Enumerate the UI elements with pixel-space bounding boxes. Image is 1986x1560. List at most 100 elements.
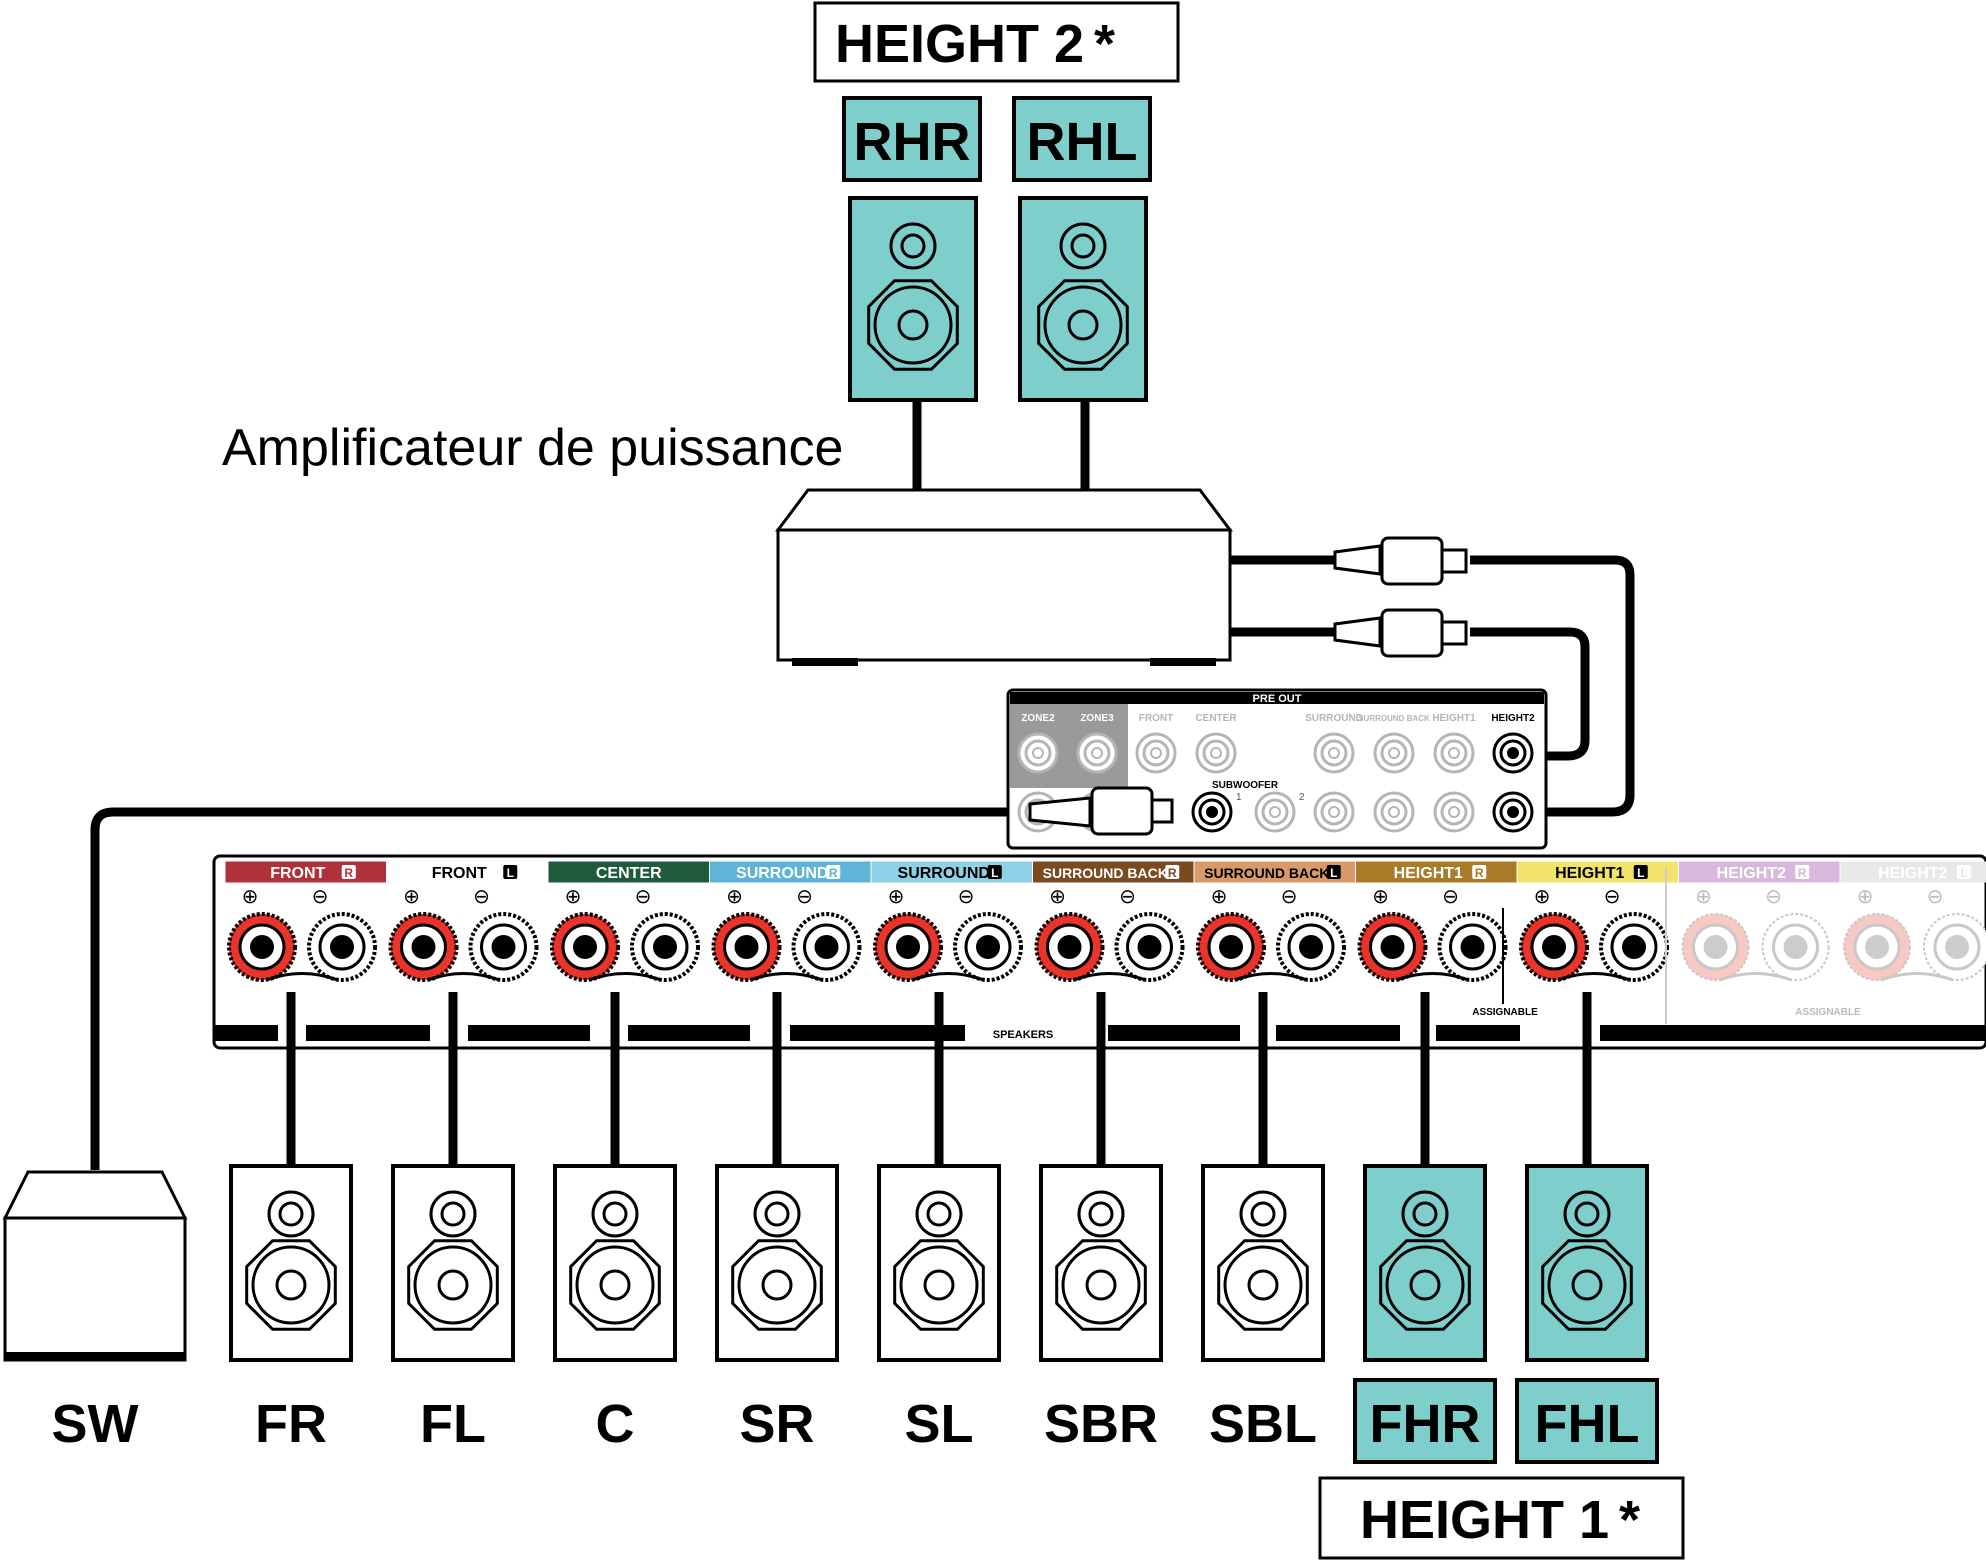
- terminal-plus-post: [227, 912, 297, 982]
- terminal-minus-post: [791, 912, 862, 982]
- speaker-fr: [229, 1164, 353, 1362]
- terminal-base-bar: [1276, 1025, 1400, 1041]
- preout-column-label: CENTER: [1195, 713, 1237, 724]
- terminal-minus-post: [1437, 912, 1508, 982]
- speaker-sbr: [1039, 1164, 1163, 1362]
- terminal-side-label: L: [1960, 866, 1967, 880]
- preout-jack: [1433, 732, 1475, 774]
- plus-symbol: ⊕: [1534, 884, 1551, 908]
- plus-symbol: ⊕: [565, 884, 582, 908]
- assignable-label: ASSIGNABLE: [1795, 1007, 1861, 1018]
- terminal-base-bar: [214, 1025, 278, 1041]
- terminal-plus-post: [388, 912, 459, 982]
- terminal-group-8: HEIGHT1 L ⊕ ⊖: [1517, 861, 1678, 982]
- top-speaker-label-rhl: RHL: [1012, 96, 1152, 182]
- terminal-side-label: R: [1798, 866, 1807, 880]
- preout-column-label: SURROUND: [1305, 713, 1363, 724]
- speaker-label-fhr: FHR: [1370, 1394, 1481, 1454]
- terminal-plus-post: [1034, 912, 1105, 982]
- minus-symbol: ⊖: [1927, 884, 1944, 908]
- terminal-group-label: FRONT: [270, 865, 325, 882]
- preout-column-label: SURROUND BACK: [1358, 714, 1430, 723]
- terminal-minus-post: [630, 912, 700, 982]
- plus-symbol: ⊕: [888, 884, 905, 908]
- minus-symbol: ⊖: [1604, 884, 1621, 908]
- speaker-label-fl: FL: [420, 1394, 486, 1454]
- minus-symbol: ⊖: [473, 884, 490, 908]
- preout-jack: [1373, 791, 1415, 833]
- plus-symbol: ⊕: [242, 884, 259, 908]
- top-speaker-label-text: RHR: [854, 112, 971, 172]
- speaker-label-sr: SR: [739, 1394, 814, 1454]
- preout-jack: [1017, 732, 1059, 774]
- speaker-sl: [877, 1164, 1001, 1362]
- speaker-label-sbr: SBR: [1044, 1394, 1158, 1454]
- plus-symbol: ⊕: [1695, 884, 1712, 908]
- preout-column-label: HEIGHT2: [1491, 713, 1535, 724]
- sub-rca-plug: [1028, 786, 1174, 836]
- terminal-plus-post: [711, 912, 782, 982]
- minus-symbol: ⊖: [1442, 884, 1459, 908]
- subwoofer-jack-number: 1: [1236, 792, 1242, 803]
- speaker-fl: [391, 1164, 515, 1362]
- rca-cables: [1230, 555, 1635, 817]
- terminal-base-bar: [1436, 1025, 1520, 1041]
- terminal-plus-post: [873, 912, 943, 982]
- speaker-sr: [715, 1164, 839, 1362]
- height2-title-text: HEIGHT 2*: [835, 14, 1115, 74]
- rca-plug-lower: [1333, 608, 1468, 658]
- plus-symbol: ⊕: [726, 884, 743, 908]
- terminal-group-label: SURROUND BACK: [1204, 865, 1329, 881]
- speaker-label-sw: SW: [52, 1394, 139, 1454]
- terminal-group-label: HEIGHT2: [1878, 865, 1947, 882]
- minus-symbol: ⊖: [796, 884, 813, 908]
- speaker-label-box: [1515, 1378, 1659, 1464]
- terminal-minus-post: [953, 912, 1023, 982]
- top-speaker-group: RHR RHL: [842, 96, 1152, 402]
- preout-column-label: HEIGHT1: [1432, 713, 1476, 724]
- subwoofer-jack-2: 2: [1254, 791, 1305, 833]
- minus-symbol: ⊖: [312, 884, 329, 908]
- terminal-group-label: HEIGHT1: [1555, 865, 1624, 882]
- terminal-plus-post: [1681, 913, 1750, 981]
- terminal-plus-post: [550, 912, 620, 982]
- terminal-side-label: L: [1330, 866, 1337, 880]
- amplifier-label: Amplificateur de puissance: [222, 419, 843, 477]
- terminal-side-label: R: [829, 866, 838, 880]
- terminal-base-bar: [1600, 1025, 1986, 1041]
- height2-title: HEIGHT 2*: [813, 1, 1180, 83]
- minus-symbol: ⊖: [1119, 884, 1136, 908]
- top-speaker-rhr: [848, 196, 978, 402]
- preout-jack: [1135, 732, 1177, 774]
- terminal-group-0: FRONT R ⊕ ⊖: [225, 861, 386, 982]
- speakers-label: SPEAKERS: [993, 1029, 1054, 1041]
- terminal-base-bar: [628, 1025, 750, 1041]
- speaker-sbl: [1201, 1164, 1325, 1362]
- top-speaker-rhl: [1018, 196, 1148, 402]
- terminal-group-label: SURROUND: [736, 865, 828, 882]
- height1-title-text: HEIGHT 1*: [1360, 1490, 1640, 1550]
- speaker-label-fr: FR: [255, 1394, 327, 1454]
- top-speaker-label-rhr: RHR: [842, 96, 982, 182]
- preout-jack: [1433, 791, 1475, 833]
- subwoofer-jack-1: 1: [1191, 791, 1242, 833]
- terminal-base-bar: [1108, 1025, 1240, 1041]
- terminal-minus-post: [307, 912, 377, 982]
- terminal-side-label: R: [1475, 866, 1484, 880]
- terminal-plus-post: [1843, 913, 1911, 981]
- speaker-fhl: [1525, 1164, 1649, 1362]
- preout-jack: [1492, 732, 1534, 774]
- minus-symbol: ⊖: [1765, 884, 1782, 908]
- power-amplifier: [775, 488, 1233, 666]
- terminal-minus-post: [1923, 913, 1986, 981]
- minus-symbol: ⊖: [958, 884, 975, 908]
- terminal-side-label: R: [344, 866, 353, 880]
- terminal-side-label: L: [1637, 866, 1644, 880]
- preout-column-label: FRONT: [1139, 713, 1173, 724]
- preout-jack: [1313, 732, 1355, 774]
- terminal-group-2: CENTER⊕⊖: [548, 861, 709, 982]
